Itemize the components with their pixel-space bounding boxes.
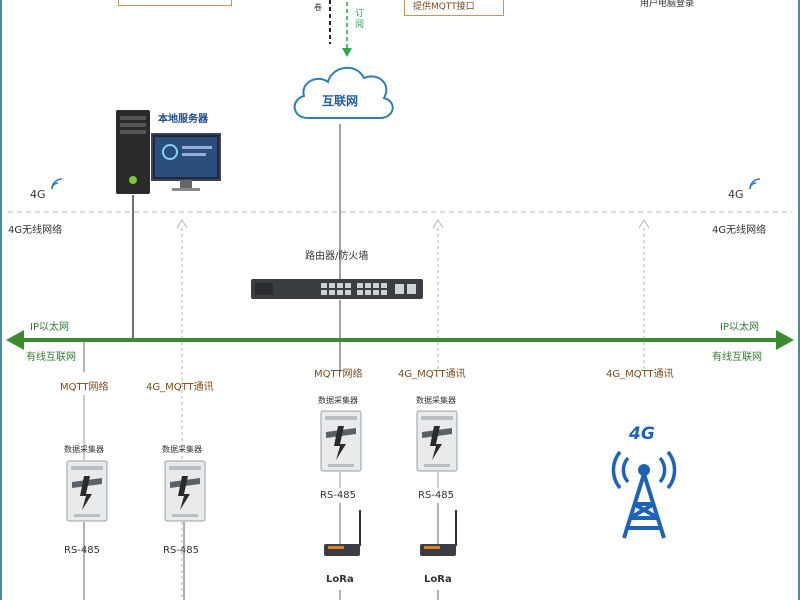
col4-collector [416, 410, 458, 472]
col1-conn-label: MQTT网络 [60, 382, 109, 393]
col3-conn-label: MQTT网络 [314, 369, 363, 380]
ethernet-arrow-right [776, 330, 794, 350]
cloud-icon [293, 67, 394, 119]
col3-device-label: 数据采集器 [318, 396, 358, 405]
left-4g-badge: 4G [30, 188, 46, 201]
publish-label: 卷 [314, 3, 322, 12]
user-login-label: 用户电脑登录 [640, 0, 695, 9]
col1-collector [66, 460, 108, 522]
col1-device-label: 数据采集器 [64, 445, 104, 454]
right-frame-line [798, 0, 800, 600]
collector-icon [320, 410, 362, 472]
right-wired-label: 有线互联网 [712, 352, 762, 363]
left-signal-icon [51, 178, 63, 190]
col3-collector [320, 410, 362, 472]
col4-bus-label: RS-485 [418, 490, 454, 501]
router-label: 路由器/防火墙 [305, 251, 369, 262]
4g-tower [606, 444, 682, 540]
local-server: 本地服务器 [114, 108, 224, 196]
subscribe-label: 订阅 [353, 8, 363, 30]
server-label: 本地服务器 [158, 114, 208, 125]
cell-tower-icon [611, 450, 677, 539]
col2-collector [164, 460, 206, 522]
left-wireless-label: 4G无线网络 [8, 225, 63, 236]
col3-lora-label: LoRa [326, 574, 354, 585]
ethernet-arrow-left [6, 330, 24, 350]
col4-device-label: 数据采集器 [416, 396, 456, 405]
col3-lora-module [320, 508, 370, 558]
switch-icon [251, 279, 423, 299]
collector-icon [416, 410, 458, 472]
col4-lora-label: LoRa [424, 574, 452, 585]
col4-conn-label: 4G_MQTT通讯 [398, 369, 466, 380]
top-left-box [118, 0, 232, 6]
collector-icon [164, 460, 206, 522]
tower-4g-badge: 4G [629, 424, 655, 444]
lora-module-icon [420, 510, 457, 556]
right-ethernet-label: IP以太网 [720, 322, 759, 333]
col5-conn-label: 4G_MQTT通讯 [606, 369, 674, 380]
left-frame-line [0, 0, 2, 600]
col2-device-label: 数据采集器 [162, 445, 202, 454]
right-wireless-label: 4G无线网络 [712, 225, 767, 236]
right-4g-badge: 4G [728, 188, 744, 201]
col2-conn-label: 4G_MQTT通讯 [146, 382, 214, 393]
internet-cloud: 互联网 [286, 56, 400, 126]
mqtt-interface-box: 提供MQTT接口 [404, 0, 504, 16]
wireless-left: 4G [30, 178, 63, 202]
col3-bus-label: RS-485 [320, 490, 356, 501]
left-wired-label: 有线互联网 [26, 352, 76, 363]
internet-label: 互联网 [322, 94, 359, 108]
lora-module-icon [324, 510, 361, 556]
right-signal-icon [749, 178, 761, 190]
server-icon [116, 110, 221, 194]
col2-bus-label: RS-485 [163, 545, 199, 556]
col1-bus-label: RS-485 [64, 545, 100, 556]
mqtt-interface-label: 提供MQTT接口 [413, 2, 475, 12]
router-switch [251, 279, 423, 299]
left-ethernet-label: IP以太网 [30, 322, 69, 333]
subscribe-arrowhead [342, 48, 352, 57]
wireless-right: 4G [728, 178, 761, 202]
col4-lora-module [416, 508, 466, 558]
collector-icon [66, 460, 108, 522]
